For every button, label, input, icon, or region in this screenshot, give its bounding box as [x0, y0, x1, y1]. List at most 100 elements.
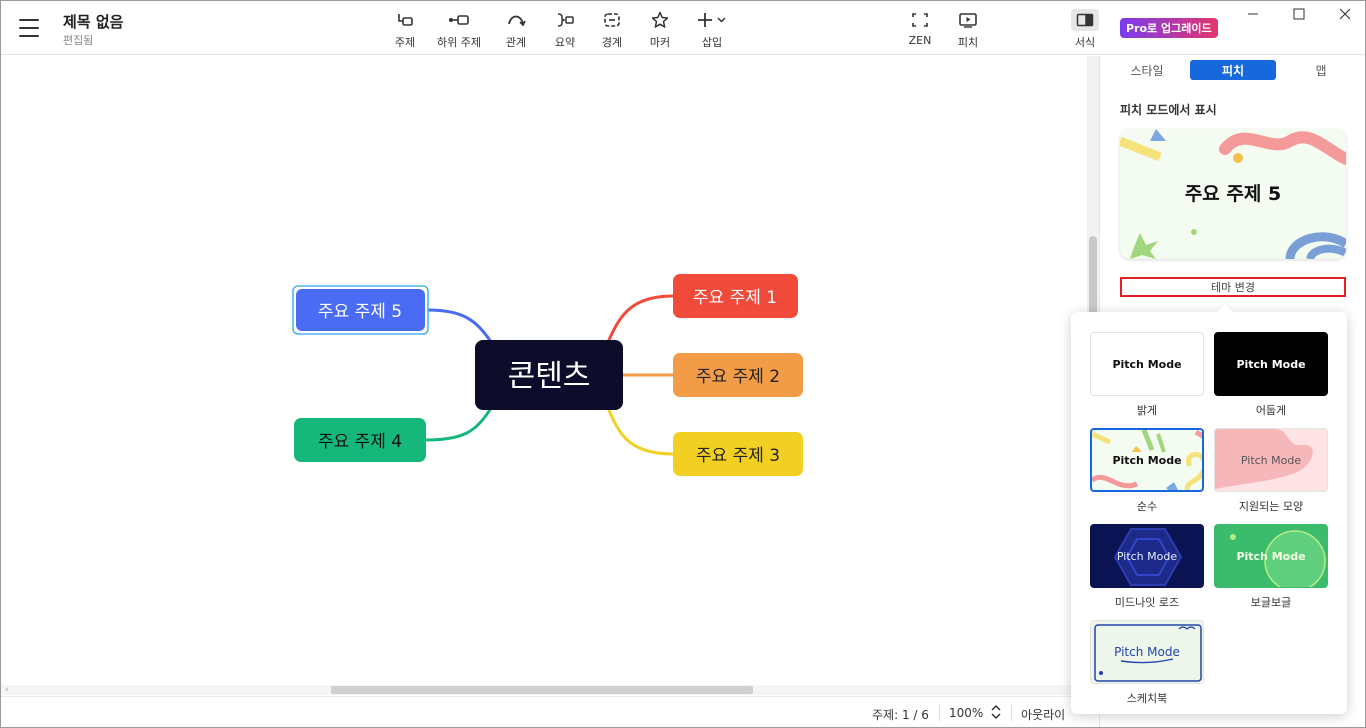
theme-dark-thumb: Pitch Mode: [1214, 332, 1328, 396]
pitch-label: 피치: [957, 36, 979, 49]
preview-decoration: [1120, 129, 1346, 259]
upgrade-text: 로 업그레이드: [1147, 22, 1212, 35]
theme-sketchbook[interactable]: Pitch Mode 스케치북: [1090, 620, 1204, 706]
format-label: 서식: [1074, 36, 1096, 49]
theme-thumb-text: Pitch Mode: [1114, 645, 1180, 659]
insert-button[interactable]: 삽입: [695, 9, 729, 50]
connector-topic-4: [425, 407, 493, 442]
theme-thumb-text: Pitch Mode: [1116, 549, 1178, 563]
theme-thumb-text: Pitch Mode: [1236, 357, 1306, 371]
theme-supported-shape-name: 지원되는 모양: [1238, 500, 1304, 513]
preview-title: 주요 주제 5: [1184, 183, 1282, 205]
maximize-icon[interactable]: [1279, 3, 1319, 25]
relation-button[interactable]: 관계: [504, 9, 528, 50]
theme-pure-thumb: Pitch Mode: [1090, 428, 1204, 492]
horizontal-scrollbar[interactable]: ‹: [1, 685, 1087, 695]
change-theme-button[interactable]: 테마 변경: [1120, 277, 1346, 297]
minimize-icon[interactable]: [1233, 3, 1273, 25]
boundary-icon: [600, 9, 624, 31]
pitch-button[interactable]: 피치: [956, 9, 980, 50]
zoom-stepper-icon[interactable]: [990, 703, 1002, 721]
theme-bubbly[interactable]: Pitch Mode 보글보글: [1214, 524, 1328, 610]
zen-label: ZEN: [908, 34, 932, 47]
star-icon: [648, 9, 672, 31]
subtopic-button[interactable]: 하위 주제: [437, 9, 481, 50]
theme-midnight-rose-name: 미드나잇 로즈: [1114, 596, 1180, 609]
main-topic-5-text: 주요 주제 5: [318, 302, 402, 322]
play-screen-icon: [956, 9, 980, 31]
format-panel-icon: [1071, 9, 1099, 31]
theme-light-name: 밝게: [1136, 404, 1158, 417]
main-topic-3-text: 주요 주제 3: [696, 446, 780, 466]
pitch-section-label: 피치 모드에서 표시: [1120, 103, 1217, 117]
summary-bracket-icon: [553, 9, 577, 31]
plus-dropdown-icon: [695, 9, 729, 31]
theme-midnight-rose[interactable]: Pitch Mode 미드나잇 로즈: [1090, 524, 1204, 610]
theme-midnight-rose-thumb: Pitch Mode: [1090, 524, 1204, 588]
theme-popup: Pitch Mode 밝게 Pitch Mode 어둡게: [1071, 303, 1347, 714]
pitch-preview[interactable]: 주요 주제 5: [1120, 129, 1346, 259]
main-topic-3[interactable]: 주요 주제 3: [673, 432, 803, 476]
boundary-button[interactable]: 경계: [600, 9, 624, 50]
theme-sketchbook-decoration: [1094, 624, 1202, 682]
theme-midnight-decoration: [1113, 528, 1183, 586]
status-bar: 주제: 1 / 6 100% 아웃라이: [1, 696, 1087, 727]
theme-shape-decoration: [1215, 429, 1313, 489]
theme-dark[interactable]: Pitch Mode 어둡게: [1214, 332, 1328, 418]
relation-curve-icon: [504, 9, 528, 31]
main-topic-5-selected[interactable]: 주요 주제 5: [292, 285, 429, 335]
horizontal-scroll-thumb[interactable]: [331, 686, 753, 694]
theme-thumb-text: Pitch Mode: [1112, 357, 1182, 371]
theme-thumb-text: Pitch Mode: [1236, 549, 1306, 563]
topic-count: 주제: 1 / 6: [872, 708, 929, 722]
theme-supported-shape[interactable]: Pitch Mode 지원되는 모양: [1214, 428, 1328, 514]
insert-label: 삽입: [701, 36, 723, 49]
topic-icon: [393, 9, 417, 31]
theme-light-thumb: Pitch Mode: [1090, 332, 1204, 396]
theme-bubbly-name: 보글보글: [1250, 596, 1292, 609]
status-divider: [939, 705, 940, 721]
relation-label: 관계: [505, 36, 527, 49]
theme-supported-shape-thumb: Pitch Mode: [1214, 428, 1328, 492]
main-topic-2[interactable]: 주요 주제 2: [673, 353, 803, 397]
connector-topic-1: [606, 294, 674, 343]
mindmap-canvas[interactable]: 콘텐츠 주요 주제 1 주요 주제 2 주요 주제 3 주요 주제 4: [1, 56, 1087, 686]
summary-button[interactable]: 요약: [553, 9, 577, 50]
main-topic-1-text: 주요 주제 1: [693, 288, 777, 308]
marker-label: 마커: [649, 36, 671, 49]
mindmap: 콘텐츠 주요 주제 1 주요 주제 2 주요 주제 3 주요 주제 4: [292, 274, 803, 476]
main-topic-4[interactable]: 주요 주제 4: [294, 418, 426, 462]
format-button[interactable]: 서식: [1071, 9, 1099, 50]
summary-label: 요약: [554, 36, 576, 49]
scroll-left-icon[interactable]: ‹: [5, 685, 9, 695]
tab-map[interactable]: 맵: [1315, 63, 1327, 78]
theme-light[interactable]: Pitch Mode 밝게: [1090, 332, 1204, 418]
central-topic[interactable]: 콘텐츠: [475, 340, 623, 410]
subtopic-icon: [447, 9, 471, 31]
theme-pure-selected[interactable]: Pitch Mode 순수: [1090, 428, 1204, 514]
theme-pure-decoration: [1092, 430, 1202, 490]
theme-thumb-text: Pitch Mode: [1240, 453, 1302, 467]
outline-button[interactable]: 아웃라이: [1021, 708, 1066, 722]
main-topic-2-text: 주요 주제 2: [696, 367, 780, 387]
theme-sketchbook-name: 스케치북: [1126, 692, 1168, 705]
marker-button[interactable]: 마커: [648, 9, 672, 50]
theme-thumb-text: Pitch Mode: [1112, 453, 1182, 467]
topic-button[interactable]: 주제: [393, 9, 417, 50]
subtopic-label: 하위 주제: [437, 36, 481, 49]
main-topic-1[interactable]: 주요 주제 1: [673, 274, 798, 318]
zoom-level[interactable]: 100%: [949, 706, 984, 720]
topic-label: 주제: [394, 36, 416, 49]
hamburger-menu-icon[interactable]: [15, 17, 43, 39]
document-title[interactable]: 제목 없음: [63, 13, 124, 31]
theme-pure-name: 순수: [1136, 500, 1158, 513]
theme-sketchbook-thumb: Pitch Mode: [1090, 620, 1204, 684]
zen-button[interactable]: ZEN: [908, 9, 932, 47]
document-status: 편집됨: [63, 34, 94, 47]
close-icon[interactable]: [1325, 3, 1365, 25]
tab-pitch[interactable]: 피치: [1190, 60, 1276, 80]
tab-style[interactable]: 스타일: [1130, 63, 1164, 78]
central-topic-text: 콘텐츠: [508, 359, 591, 394]
